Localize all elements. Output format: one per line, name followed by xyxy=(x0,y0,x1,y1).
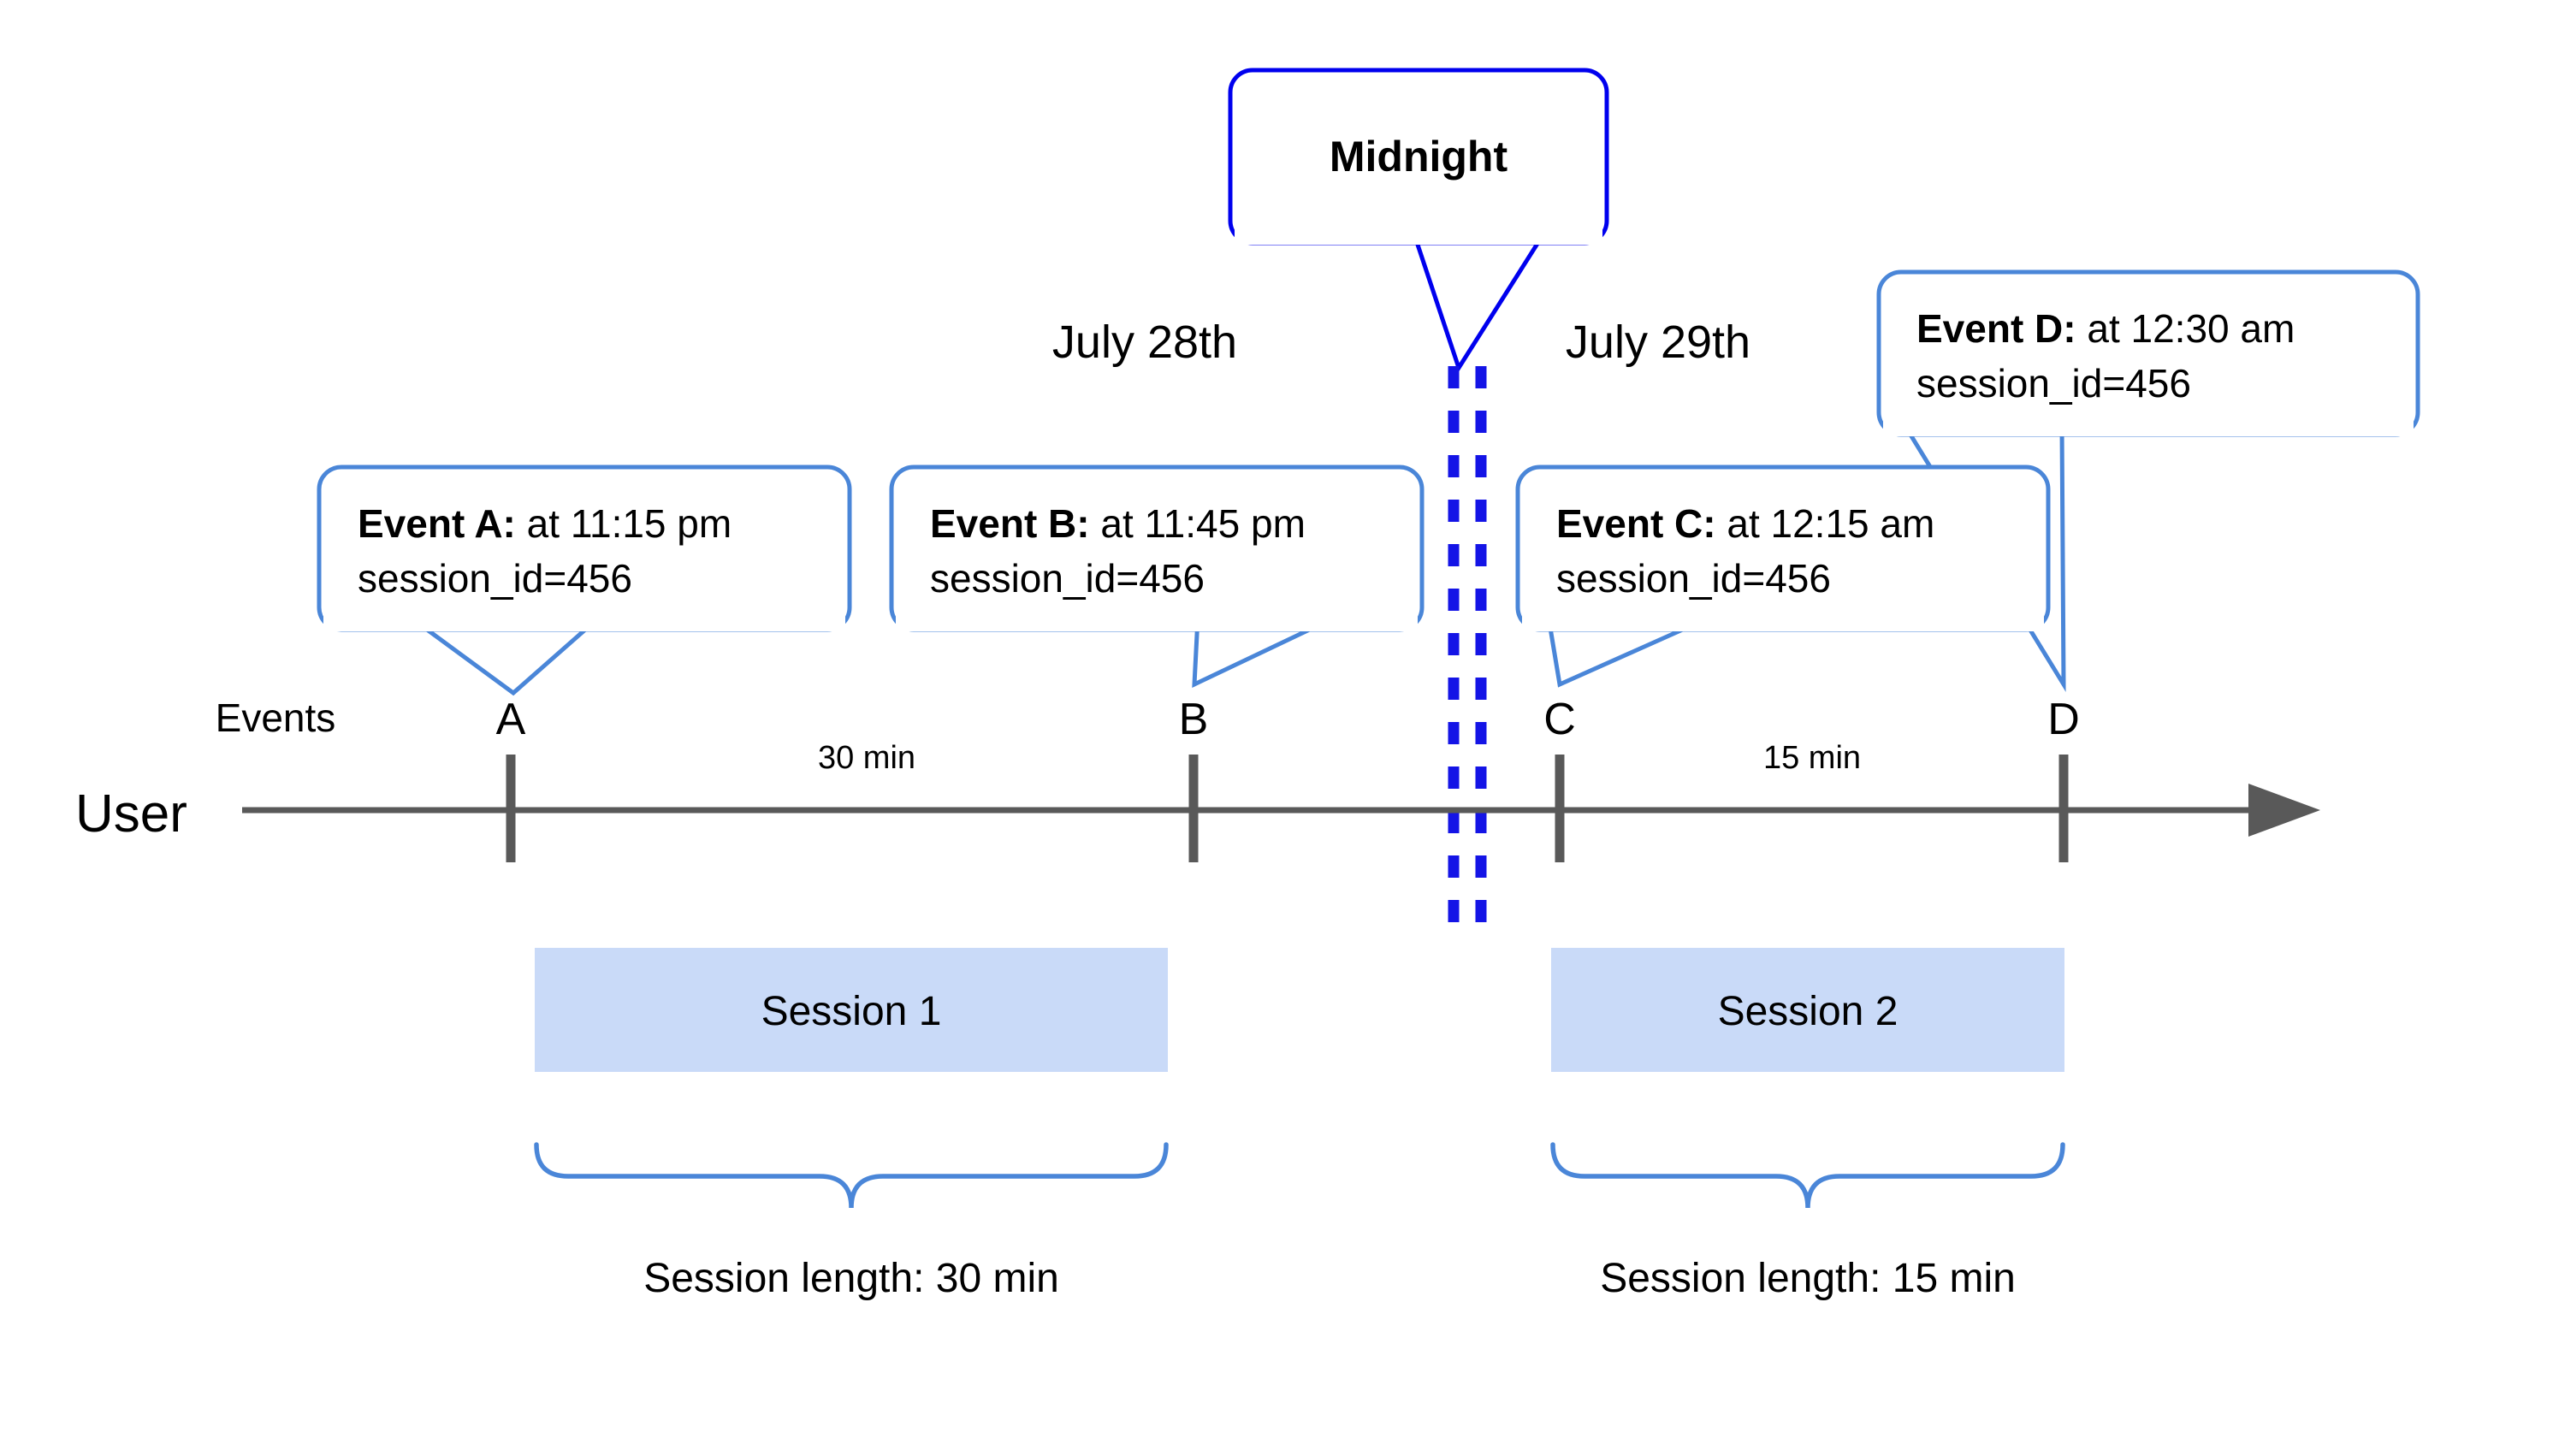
session-2-rect xyxy=(1551,948,2064,1072)
event-callout-a-line1: Event A: at 11:15 pm xyxy=(358,501,732,546)
event-callout-d-mask xyxy=(1883,412,2414,436)
user-row-label: User xyxy=(75,784,187,843)
tick-label-b: B xyxy=(1179,695,1209,744)
gap-label-15-min: 15 min xyxy=(1763,740,1861,776)
event-callout-d-bold: Event D: xyxy=(1916,306,2076,351)
event-callout-c-line2: session_id=456 xyxy=(1556,556,1831,601)
event-callout-c[interactable]: Event C: at 12:15 am session_id=456 xyxy=(1515,465,2051,688)
event-callout-a-mask xyxy=(323,607,845,631)
event-callout-b-box xyxy=(889,465,1425,632)
event-callout-b-rest: at 11:45 pm xyxy=(1090,501,1306,546)
session-2-label: Session 2 xyxy=(1718,989,1898,1034)
timeline-axis xyxy=(242,755,2320,862)
axis-arrowhead-icon xyxy=(2248,784,2320,837)
event-callout-d-line2: session_id=456 xyxy=(1916,361,2191,405)
event-callout-b[interactable]: Event B: at 11:45 pm session_id=456 xyxy=(889,465,1425,689)
event-callout-d-rest: at 12:30 am xyxy=(2076,306,2295,351)
event-callout-d-box xyxy=(1876,269,2420,437)
events-row-label: Events xyxy=(216,695,336,740)
midnight-label: Midnight xyxy=(1330,133,1508,181)
midnight-callout[interactable]: Midnight xyxy=(1228,68,1609,373)
session-1-group[interactable]: Session 1 Session length: 30 min xyxy=(534,948,1169,1301)
event-callout-a-box xyxy=(317,465,852,632)
date-label-july-28: July 28th xyxy=(1052,317,1237,368)
event-callout-c-line1: Event C: at 12:15 am xyxy=(1556,501,1934,546)
midnight-callout-tail xyxy=(1413,237,1544,373)
event-callout-a[interactable]: Event A: at 11:15 pm session_id=456 xyxy=(317,465,852,696)
tick-label-a: A xyxy=(496,695,526,744)
event-callout-a-rest: at 11:15 pm xyxy=(516,501,732,546)
event-callout-c-rest: at 12:15 am xyxy=(1716,501,1935,546)
gap-label-30-min: 30 min xyxy=(818,740,915,776)
tick-label-d: D xyxy=(2047,695,2080,744)
session-2-brace xyxy=(1550,1142,2065,1209)
event-callout-d-line1: Event D: at 12:30 am xyxy=(1916,306,2295,351)
session-2-length-label: Session length: 15 min xyxy=(1600,1256,2016,1301)
event-callout-c-bold: Event C: xyxy=(1556,501,1716,546)
session-1-brace xyxy=(534,1142,1169,1209)
midnight-tail-mask xyxy=(1235,221,1602,245)
event-callout-a-line2: session_id=456 xyxy=(358,556,632,601)
date-label-july-29: July 29th xyxy=(1566,317,1750,368)
event-callout-b-bold: Event B: xyxy=(930,501,1090,546)
event-callout-b-line2: session_id=456 xyxy=(930,556,1205,601)
event-callout-b-mask xyxy=(896,607,1418,631)
session-2-group[interactable]: Session 2 Session length: 15 min xyxy=(1550,948,2065,1301)
midnight-divider xyxy=(1448,366,1487,932)
event-callout-c-box xyxy=(1515,465,2051,632)
session-1-length-label: Session length: 30 min xyxy=(643,1256,1059,1301)
event-callout-b-line1: Event B: at 11:45 pm xyxy=(930,501,1306,546)
event-callout-a-bold: Event A: xyxy=(358,501,516,546)
event-callout-c-mask xyxy=(1522,607,2044,631)
session-1-label: Session 1 xyxy=(761,989,942,1034)
session-1-rect xyxy=(535,948,1168,1072)
tick-label-c: C xyxy=(1543,695,1576,744)
